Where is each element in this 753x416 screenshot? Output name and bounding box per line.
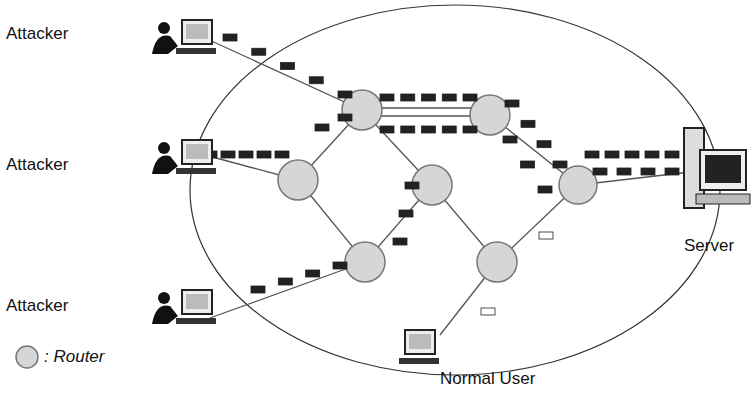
shape bbox=[176, 48, 216, 54]
shape bbox=[700, 150, 746, 190]
packet bbox=[281, 63, 295, 70]
shape bbox=[152, 155, 178, 174]
packet bbox=[617, 168, 631, 175]
shape bbox=[176, 168, 216, 174]
packet bbox=[422, 126, 436, 133]
packet bbox=[442, 94, 456, 101]
computer-icons bbox=[152, 20, 750, 364]
shape bbox=[152, 35, 178, 54]
packet bbox=[503, 136, 517, 143]
routers bbox=[16, 90, 597, 368]
packet bbox=[481, 308, 495, 315]
shape bbox=[405, 330, 435, 354]
packet bbox=[505, 100, 519, 107]
packet bbox=[665, 151, 679, 158]
packet bbox=[422, 94, 436, 101]
packet bbox=[309, 77, 323, 84]
attacker-label: Attacker bbox=[6, 24, 68, 44]
computer-icon bbox=[152, 140, 216, 174]
shape bbox=[158, 142, 170, 154]
packet bbox=[521, 161, 535, 168]
computer-icon bbox=[152, 20, 216, 54]
packet bbox=[338, 114, 352, 121]
packet bbox=[463, 126, 477, 133]
packet bbox=[605, 151, 619, 158]
packet bbox=[463, 94, 477, 101]
packet bbox=[275, 151, 289, 158]
packet bbox=[380, 94, 394, 101]
packet bbox=[539, 232, 553, 239]
shape bbox=[176, 318, 216, 324]
packet bbox=[251, 286, 265, 293]
packet bbox=[257, 151, 271, 158]
shape bbox=[182, 20, 212, 44]
computer-icon bbox=[152, 290, 216, 324]
packet bbox=[239, 151, 253, 158]
shape bbox=[158, 292, 170, 304]
shape bbox=[186, 144, 208, 159]
shape bbox=[399, 358, 439, 364]
packet bbox=[393, 238, 407, 245]
packet bbox=[625, 151, 639, 158]
packet bbox=[585, 151, 599, 158]
packet bbox=[442, 126, 456, 133]
shape bbox=[705, 155, 741, 183]
server-label: Server bbox=[684, 236, 734, 256]
packet bbox=[306, 270, 320, 277]
packet bbox=[333, 262, 347, 269]
shape bbox=[186, 24, 208, 39]
computer-icon bbox=[399, 330, 439, 364]
legend-text: : Router bbox=[44, 347, 104, 367]
packet bbox=[338, 91, 352, 98]
links bbox=[205, 38, 690, 335]
packet bbox=[401, 126, 415, 133]
packet bbox=[278, 278, 292, 285]
attacker-label: Attacker bbox=[6, 296, 68, 316]
packet bbox=[401, 94, 415, 101]
packet bbox=[538, 186, 552, 193]
packet bbox=[641, 168, 655, 175]
user-label: Normal User bbox=[440, 369, 535, 389]
server-icon bbox=[684, 128, 750, 208]
attacker-label: Attacker bbox=[6, 155, 68, 175]
packet bbox=[537, 141, 551, 148]
shape bbox=[409, 334, 431, 349]
shape bbox=[182, 140, 212, 164]
shape bbox=[152, 305, 178, 324]
packet bbox=[252, 48, 266, 55]
network-boundary bbox=[190, 5, 720, 375]
shape bbox=[182, 290, 212, 314]
packet bbox=[399, 210, 413, 217]
packet bbox=[521, 120, 535, 127]
packet bbox=[223, 34, 237, 41]
packet bbox=[645, 151, 659, 158]
shape bbox=[158, 22, 170, 34]
packet bbox=[221, 151, 235, 158]
packet bbox=[553, 161, 567, 168]
packet bbox=[405, 182, 419, 189]
packet bbox=[380, 126, 394, 133]
packet bbox=[315, 124, 329, 131]
shape bbox=[696, 194, 750, 204]
packet bbox=[665, 168, 679, 175]
shape bbox=[186, 294, 208, 309]
packets bbox=[203, 34, 679, 315]
packet bbox=[593, 168, 607, 175]
